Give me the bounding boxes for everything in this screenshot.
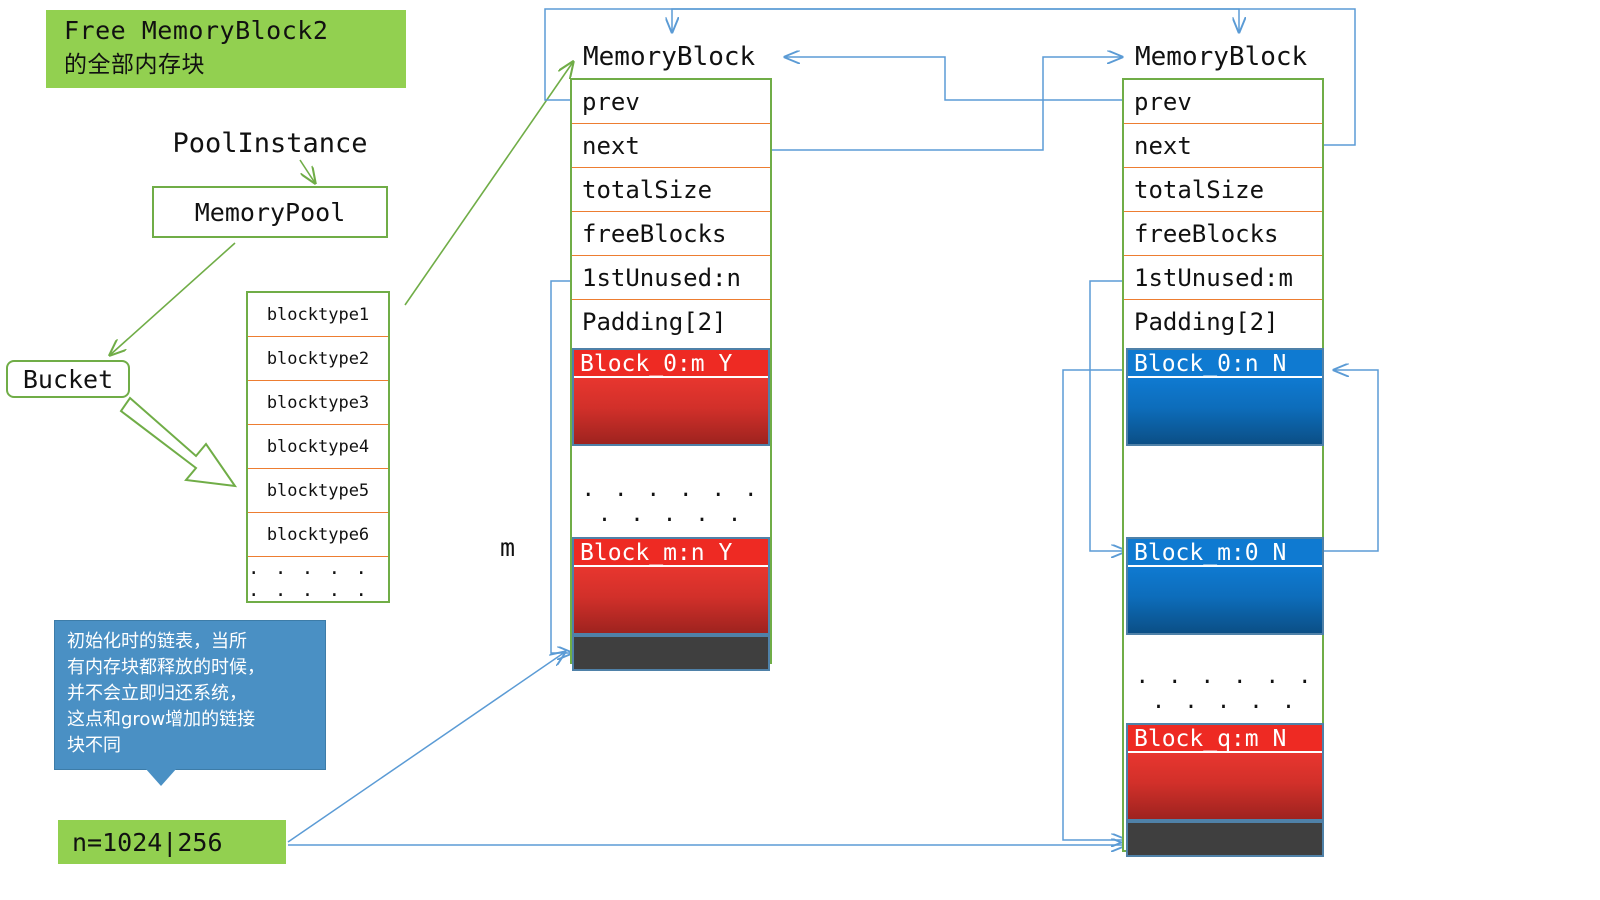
list-item[interactable]: blocktype1	[248, 293, 388, 337]
wire-mb2-blockm-to-block0	[1322, 370, 1379, 552]
cell-label: Block_0:m Y	[574, 350, 768, 378]
field-next: next	[572, 124, 770, 168]
memoryblock2-title: MemoryBlock	[1135, 42, 1308, 72]
cell-label: Block_0:n N	[1128, 350, 1322, 378]
callout-tail	[145, 768, 177, 786]
cell-label: Block_m:n Y	[574, 539, 768, 567]
arrow-memorypool-to-bucket	[110, 242, 236, 355]
memoryblock1-cell-0: Block_0:m Y	[572, 348, 770, 446]
wire-mb1-next-to-mb2-title	[772, 57, 1122, 151]
field-1stunused: 1stUnused:m	[1124, 256, 1322, 300]
arrow-bucket-to-blocktypes	[119, 396, 238, 488]
page-title-line2: 的全部内存块	[64, 52, 205, 78]
field-freeblocks: freeBlocks	[1124, 212, 1322, 256]
callout-line: 并不会立即归还系统，	[67, 683, 247, 704]
cell-body	[574, 567, 768, 633]
memoryblock2-cell-1: Block_m:0 N	[1126, 537, 1324, 635]
blocktype-list: blocktype1 blocktype2 blocktype3 blockty…	[246, 291, 390, 603]
page-title: Free MemoryBlock2 的全部内存块	[46, 10, 406, 88]
list-item[interactable]: blocktype6	[248, 513, 388, 557]
cell-body	[1128, 753, 1322, 819]
poolinstance-label: PoolInstance	[172, 128, 368, 159]
callout-line: 有内存块都释放的时候，	[67, 657, 265, 678]
memoryblock1-footer	[572, 635, 770, 671]
list-item[interactable]: blocktype3	[248, 381, 388, 425]
field-padding: Padding[2]	[582, 308, 727, 336]
list-item[interactable]: blocktype2	[248, 337, 388, 381]
bucket-box: Bucket	[6, 360, 130, 398]
memorypool-box: MemoryPool	[152, 186, 388, 238]
callout-line: 初始化时的链表，当所	[67, 631, 247, 652]
cell-label: Block_m:0 N	[1128, 539, 1322, 567]
cell-body	[1128, 378, 1322, 444]
wire-mb2-prev-to-mb1-title	[785, 57, 1130, 101]
arrow-blocktype1-to-memoryblock1	[404, 62, 573, 306]
arrow-poolinstance-to-memorypool	[299, 159, 315, 183]
field-prev: prev	[572, 80, 770, 124]
list-item-ellipsis: . . . . . . . . . .	[248, 557, 369, 601]
m-span-label: m	[500, 533, 516, 562]
memoryblock2-cell-2: Block_q:m N	[1126, 723, 1324, 821]
memoryblock1-ellipsis: . . . . . . . . . . .	[581, 477, 761, 527]
field-totalsize: totalSize	[1124, 168, 1322, 212]
cell-label: Block_q:m N	[1128, 725, 1322, 753]
memoryblock1-cell-1: Block_m:n Y	[572, 537, 770, 635]
field-1stunused: 1stUnused:n	[572, 256, 770, 300]
field-totalsize: totalSize	[572, 168, 770, 212]
field-next: next	[1124, 124, 1322, 168]
memoryblock1-title: MemoryBlock	[583, 42, 756, 72]
page-title-line1: Free MemoryBlock2	[64, 16, 329, 45]
memoryblock2-footer	[1126, 821, 1324, 857]
memoryblock2-ellipsis: . . . . . . . . . . .	[1135, 664, 1315, 714]
list-item[interactable]: blocktype5	[248, 469, 388, 513]
list-item[interactable]: blocktype4	[248, 425, 388, 469]
field-freeblocks: freeBlocks	[572, 212, 770, 256]
callout-note: 初始化时的链表，当所 有内存块都释放的时候， 并不会立即归还系统， 这点和gro…	[54, 620, 326, 786]
cell-body	[1128, 567, 1322, 633]
wire-n-to-mb1-footer	[287, 652, 565, 843]
n-value-box: n=1024|256	[58, 820, 286, 864]
wire-mb2-block0-to-footer	[1062, 369, 1130, 840]
field-padding: Padding[2]	[1134, 308, 1279, 336]
cell-body	[574, 378, 768, 444]
callout-line: 这点和grow增加的链接	[67, 709, 256, 730]
callout-line: 块不同	[67, 735, 121, 756]
field-prev: prev	[1124, 80, 1322, 124]
memoryblock2-cell-0: Block_0:n N	[1126, 348, 1324, 446]
